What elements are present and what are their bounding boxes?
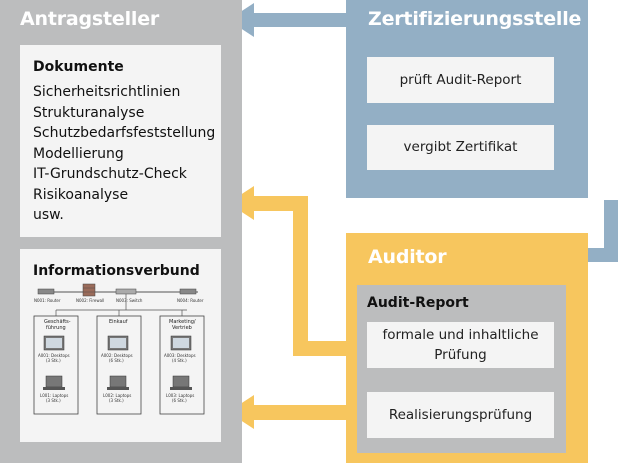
auditor-title: Auditor [368, 246, 447, 268]
firewall-icon: N002: Firewall [76, 283, 104, 303]
informationsverbund-title: Informationsverbund [33, 263, 200, 279]
desktop-count: (4 Stk.) [172, 358, 187, 363]
router-label: N004: Router [177, 298, 204, 303]
document-item: IT-Grundschutz-Check [33, 166, 187, 182]
arrow-zertifikat-to-antragsteller [228, 3, 347, 37]
department-marketing-vertrieb: Marketing/ Vertrieb A003: Desktops (4 St… [159, 315, 205, 415]
department-name: Einkauf [109, 319, 128, 325]
realisierung-item-box: Realisierungsprüfung [367, 392, 554, 438]
router-label: N001: Router [34, 298, 61, 303]
auditor-panel: Auditor Audit-Report formale und inhaltl… [346, 233, 588, 463]
document-item: Sicherheitsrichtlinien [33, 84, 181, 100]
laptop-label: L002: Laptops [103, 393, 131, 398]
department-name: führung [46, 325, 66, 331]
antragsteller-title: Antragsteller [20, 8, 160, 30]
document-item: Schutzbedarfsfeststellung [33, 125, 216, 141]
switch-label: N003: Switch [116, 298, 143, 303]
department-geschaeftsfuehrung: Geschäfts- führung A001: Desktops (3 Stk… [33, 315, 79, 415]
firewall-label: N002: Firewall [76, 298, 104, 303]
laptop-count: (3 Stk.) [46, 398, 61, 403]
zertifikat-step-box: vergibt Zertifikat [367, 125, 554, 170]
desktop-count: (6 Stk.) [109, 358, 124, 363]
laptop-count: (3 Stk.) [109, 398, 124, 403]
dokumente-list: Sicherheitsrichtlinien Strukturanalyse S… [33, 82, 221, 226]
desktop-count: (3 Stk.) [46, 358, 61, 363]
laptop-icon [109, 375, 127, 388]
informationsverbund-box: Informationsverbund N001: Router N002: F… [20, 249, 221, 442]
document-item: Modellierung [33, 145, 124, 162]
zertifizierungsstelle-panel: Zertifizierungsstelle prüft Audit-Report… [346, 0, 588, 198]
antragsteller-panel: Antragsteller Dokumente Sicherheitsricht… [0, 0, 242, 463]
laptop-icon [45, 375, 63, 388]
desktop-label: A001: Desktops [38, 353, 70, 358]
audit-report-title: Audit-Report [367, 295, 469, 311]
dokumente-title: Dokumente [33, 59, 124, 75]
router-icon: N001: Router [34, 288, 61, 303]
pruefung-step-box: prüft Audit-Report [367, 57, 554, 103]
zertifizierungsstelle-title: Zertifizierungsstelle [368, 8, 582, 30]
laptop-count: (6 Stk.) [172, 398, 187, 403]
document-item: Risikoanalyse [33, 186, 129, 203]
router-icon: N004: Router [177, 288, 204, 303]
dokumente-box: Dokumente Sicherheitsrichtlinien Struktu… [20, 45, 221, 237]
audit-report-panel: Audit-Report formale und inhaltliche Prü… [357, 285, 566, 453]
department-name: Vertrieb [172, 325, 192, 331]
laptop-icon [172, 375, 190, 388]
department-einkauf: Einkauf A002: Desktops (6 Stk.) L002: La… [96, 315, 142, 415]
laptop-label: L003: Laptops [166, 393, 194, 398]
document-item: Strukturanalyse [33, 104, 145, 121]
switch-icon: N003: Switch [115, 288, 143, 303]
department-name: Geschäfts- [44, 319, 71, 325]
pruefung-item-box: formale und inhaltliche Prüfung [367, 322, 554, 368]
desktop-label: A002: Desktops [101, 353, 133, 358]
document-item: usw. [33, 207, 64, 223]
laptop-label: L001: Laptops [40, 393, 68, 398]
desktop-label: A003: Desktops [164, 353, 196, 358]
network-diagram: N001: Router N002: Firewall N003: Switch… [33, 283, 205, 415]
department-name: Marketing/ [169, 319, 196, 325]
